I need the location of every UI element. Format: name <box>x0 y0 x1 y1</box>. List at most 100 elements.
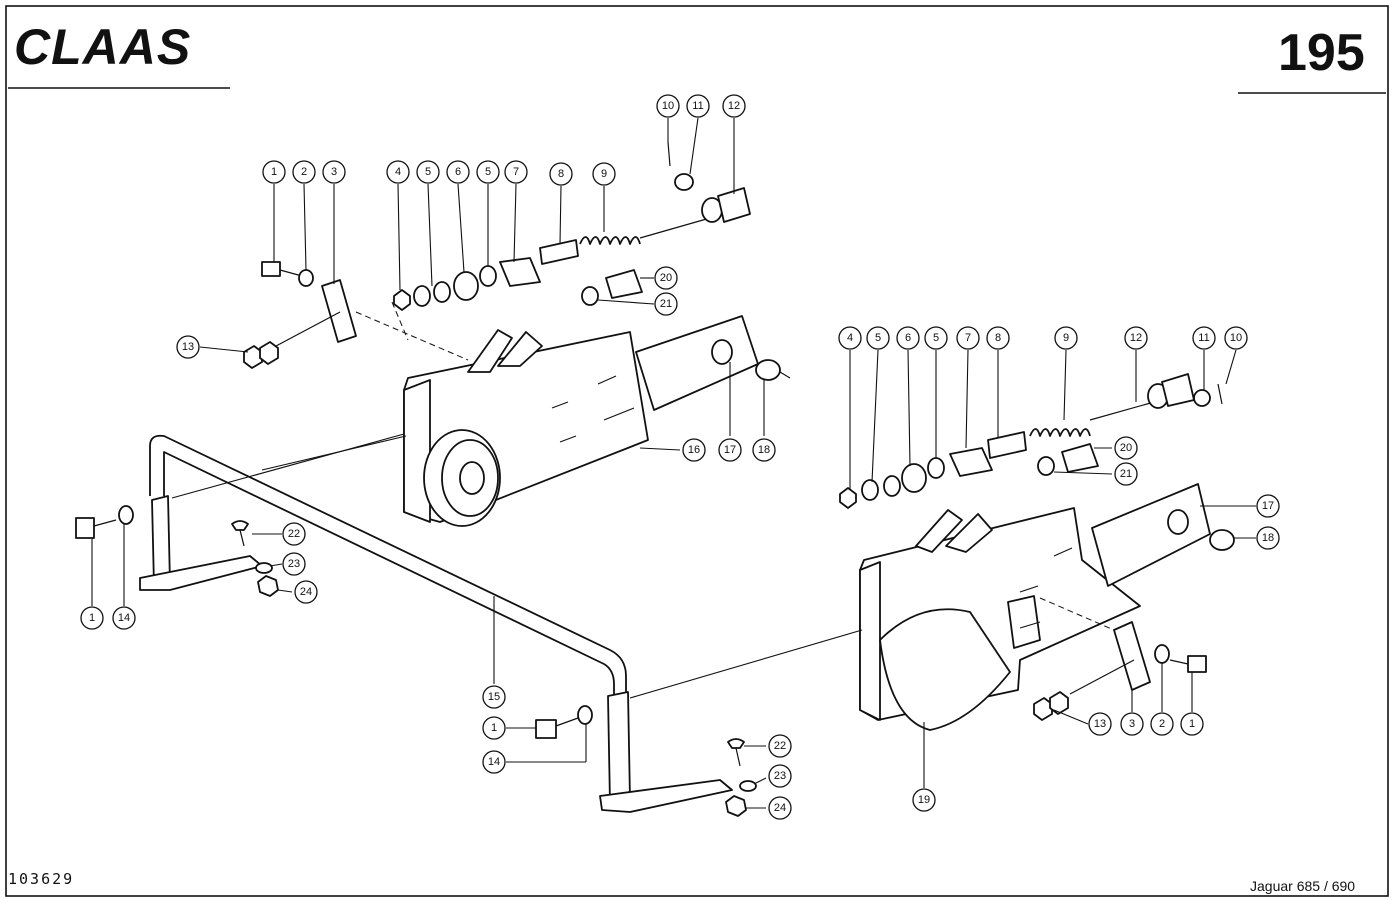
callout-1: 1 <box>482 716 506 740</box>
callout-21: 21 <box>1114 462 1138 486</box>
callout-1: 1 <box>1180 712 1204 736</box>
svg-text:4: 4 <box>847 332 853 344</box>
frame-to-left-hood-line-2 <box>261 435 407 471</box>
leader-l23b <box>753 777 767 785</box>
left-stop-8 <box>539 239 579 265</box>
left-washer-21 <box>581 286 599 306</box>
leader-l6 <box>457 183 465 273</box>
leader-l16 <box>639 447 681 451</box>
svg-text:3: 3 <box>331 166 337 178</box>
drawing-number: 103629 <box>8 870 74 888</box>
left-nut-24 <box>257 575 279 597</box>
leader-l4 <box>397 183 401 291</box>
right-hood-side-plate <box>859 561 881 721</box>
right-washer-5b <box>883 475 901 497</box>
callout-4: 4 <box>838 326 862 350</box>
callout-10: 10 <box>656 94 680 118</box>
right-washer-23 <box>739 780 757 792</box>
svg-text:21: 21 <box>660 298 672 310</box>
svg-text:20: 20 <box>660 272 672 284</box>
callout-3: 3 <box>1120 712 1144 736</box>
left-threaded-rod <box>275 311 341 347</box>
left-frame-bolt-head <box>75 517 95 539</box>
support-frame <box>75 433 863 817</box>
svg-text:5: 5 <box>933 332 939 344</box>
callout-15: 15 <box>482 685 506 709</box>
callout-18: 18 <box>752 438 776 462</box>
right-foot-upright <box>607 691 631 805</box>
left-lug-2 <box>497 331 543 367</box>
callout-14: 14 <box>112 606 136 630</box>
left-tension-rod <box>639 217 711 239</box>
callout-9: 9 <box>592 162 616 186</box>
callout-17: 17 <box>718 438 742 462</box>
left-nut-13b <box>259 341 279 365</box>
right-slot-3 <box>1053 547 1073 557</box>
left-pin-10 <box>667 141 671 167</box>
svg-text:18: 18 <box>1262 532 1274 544</box>
right-washer-5a <box>861 479 879 501</box>
callout-8: 8 <box>986 326 1010 350</box>
left-pulley-hub <box>459 461 485 495</box>
left-washer-23 <box>255 562 273 574</box>
left-washer-5b <box>433 281 451 303</box>
svg-text:11: 11 <box>1198 332 1209 344</box>
left-washer-5a <box>413 285 431 307</box>
left-bush-20 <box>605 269 643 299</box>
left-sleeve-7 <box>499 257 541 287</box>
right-washer-21 <box>1037 456 1055 476</box>
svg-text:1: 1 <box>491 722 497 734</box>
svg-text:8: 8 <box>558 168 564 180</box>
callout-12: 12 <box>1124 326 1148 350</box>
svg-text:15: 15 <box>488 691 500 703</box>
right-nut-13a <box>1033 697 1053 721</box>
leader-r6 <box>907 349 911 467</box>
svg-text:14: 14 <box>118 612 130 624</box>
brand-logo: CLAAS <box>14 19 191 75</box>
left-assembly-dash-1 <box>355 311 469 361</box>
callout-12: 12 <box>722 94 746 118</box>
callout-24: 24 <box>768 796 792 820</box>
callout-17: 17 <box>1256 494 1280 518</box>
svg-text:10: 10 <box>662 100 674 112</box>
leader-r7 <box>965 349 969 449</box>
svg-text:3: 3 <box>1129 718 1135 730</box>
callout-19: 19 <box>912 788 936 812</box>
right-frame-washer-14 <box>577 705 593 725</box>
left-bushing <box>755 359 781 381</box>
frame-to-right-hood-line <box>629 629 863 699</box>
svg-text:5: 5 <box>485 166 491 178</box>
right-foot-plate <box>599 779 733 813</box>
leader-r9 <box>1063 349 1067 421</box>
left-carriage-bolt-shank <box>239 529 245 547</box>
right-spring-washer-6 <box>901 463 927 493</box>
svg-text:23: 23 <box>774 770 786 782</box>
svg-text:14: 14 <box>488 756 500 768</box>
svg-text:2: 2 <box>301 166 307 178</box>
left-slot-4 <box>603 407 635 421</box>
leader-l13 <box>199 346 249 353</box>
left-bracket-3 <box>321 279 357 343</box>
right-stop-8 <box>987 431 1027 459</box>
right-pin-10 <box>1217 383 1223 405</box>
callout-23: 23 <box>768 764 792 788</box>
left-frame-bolt-shank <box>93 519 117 527</box>
svg-text:2: 2 <box>1159 718 1165 730</box>
support-frame-tube-inner <box>163 451 615 800</box>
callout-7: 7 <box>956 326 980 350</box>
svg-text:22: 22 <box>774 740 786 752</box>
svg-text:24: 24 <box>774 802 786 814</box>
right-tension-hardware <box>839 373 1223 721</box>
right-nut-4 <box>839 487 857 509</box>
right-frame-bolt-head <box>535 719 557 739</box>
right-slide-plate <box>1007 595 1041 649</box>
callout-6: 6 <box>896 326 920 350</box>
svg-text:16: 16 <box>688 444 700 456</box>
leader-r13 <box>1053 709 1089 725</box>
svg-text:13: 13 <box>182 341 194 353</box>
callout-5: 5 <box>416 160 440 184</box>
svg-text:21: 21 <box>1120 468 1132 480</box>
left-assembly-dash-2 <box>391 301 409 341</box>
svg-text:1: 1 <box>1189 718 1195 730</box>
callout-18: 18 <box>1256 526 1280 550</box>
